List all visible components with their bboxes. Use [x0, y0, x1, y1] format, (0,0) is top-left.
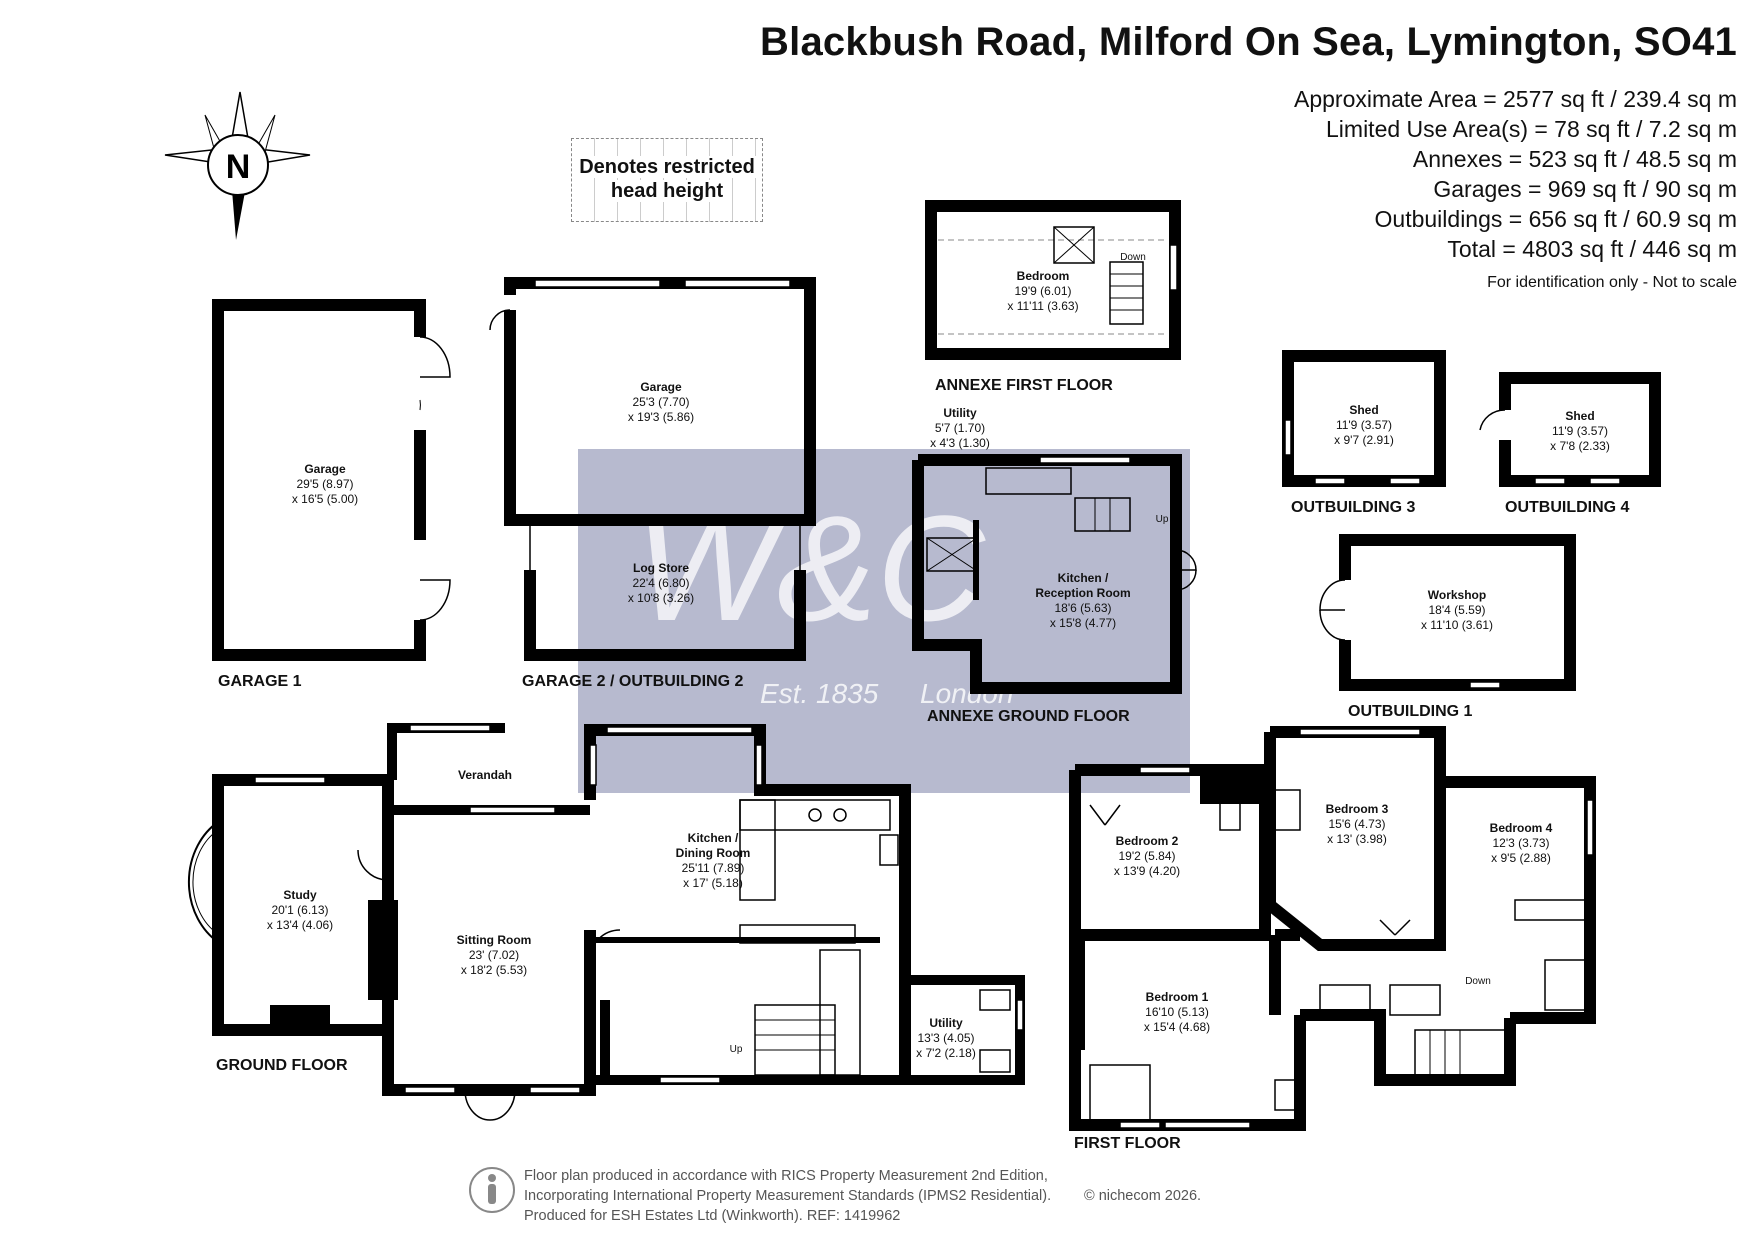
area-annexes: Annexes = 523 sq ft / 48.5 sq m — [1412, 146, 1737, 172]
section-title-first-floor: FIRST FLOOR — [1074, 1135, 1181, 1152]
section-title-annexe-first: ANNEXE FIRST FLOOR — [935, 377, 1113, 394]
compass-letter: N — [226, 148, 251, 186]
outbuilding-1-plan — [1319, 534, 1576, 691]
identification-note: For identification only - Not to scale — [1487, 274, 1737, 291]
room-name: Bedroom 4 — [1490, 821, 1553, 835]
room-dim: x 18'2 (5.53) — [461, 963, 527, 977]
room-name: Garage — [304, 462, 346, 476]
room-dim: x 19'3 (5.86) — [628, 410, 694, 424]
room-dim: x 11'11 (3.63) — [1007, 299, 1078, 313]
room-dim: 22'4 (6.80) — [633, 576, 690, 590]
page-title: Blackbush Road, Milford On Sea, Lymingto… — [760, 20, 1737, 64]
annexe-ground-floor-plan — [912, 454, 1197, 694]
room-dim: 25'3 (7.70) — [633, 395, 690, 409]
room-name: Sitting Room — [457, 933, 532, 947]
watermark-est: Est. 1835 — [760, 678, 879, 709]
room-dim: 16'10 (5.13) — [1145, 1005, 1209, 1019]
room-name: Reception Room — [1035, 586, 1130, 600]
room-name: Bedroom 1 — [1146, 990, 1209, 1004]
stair-up-label: Up — [1156, 514, 1169, 525]
room-dim: x 16'5 (5.00) — [292, 492, 358, 506]
room-dim: 23' (7.02) — [469, 948, 519, 962]
stair-down-label: Down — [1120, 252, 1146, 263]
room-name: Shed — [1565, 409, 1594, 423]
person-icon — [469, 1167, 515, 1213]
room-name: Bedroom 2 — [1116, 834, 1179, 848]
area-outbuildings: Outbuildings = 656 sq ft / 60.9 sq m — [1374, 206, 1737, 232]
room-dim: x 10'8 (3.26) — [628, 591, 694, 605]
room-name: Utility — [929, 1016, 963, 1030]
footer-copyright: © nichecom 2026. — [1084, 1188, 1202, 1204]
room-dim: x 4'3 (1.30) — [930, 436, 990, 450]
room-dim: x 9'5 (2.88) — [1491, 851, 1551, 865]
footer-line-2: Incorporating International Property Mea… — [524, 1188, 1052, 1204]
area-total: Total = 4803 sq ft / 446 sq m — [1447, 236, 1737, 262]
garage-2-plan — [489, 277, 816, 661]
legend-line-2: head height — [608, 180, 726, 202]
room-dim: 20'1 (6.13) — [272, 903, 329, 917]
room-dim: 18'6 (5.63) — [1055, 601, 1112, 615]
room-dim: 11'9 (3.57) — [1336, 418, 1392, 432]
room-dim: x 15'4 (4.68) — [1144, 1020, 1210, 1034]
room-dim: 13'3 (4.05) — [918, 1031, 975, 1045]
ground-floor-plan — [187, 723, 1025, 1121]
room-dim: 15'6 (4.73) — [1329, 817, 1386, 831]
stair-up-label: Up — [730, 1044, 743, 1055]
legend-line-1: Denotes restricted — [577, 156, 757, 178]
room-dim: 11'9 (3.57) — [1552, 424, 1608, 438]
restricted-height-legend: Denotes restricted head height — [571, 138, 763, 222]
room-dim: x 7'2 (2.18) — [916, 1046, 976, 1060]
outbuilding-3-plan — [1282, 350, 1446, 487]
room-name: Study — [283, 888, 317, 902]
room-dim: x 13' (3.98) — [1327, 832, 1387, 846]
section-title-garage-2: GARAGE 2 / OUTBUILDING 2 — [522, 673, 743, 690]
room-dim: 12'3 (3.73) — [1493, 836, 1550, 850]
stair-down-label: Down — [1465, 976, 1491, 987]
room-dim: x 13'9 (4.20) — [1114, 864, 1180, 878]
outbuilding-4-plan — [1479, 372, 1661, 487]
room-name: Kitchen / — [688, 831, 739, 845]
room-name: Garage — [640, 380, 682, 394]
room-dim: x 11'10 (3.61) — [1421, 618, 1493, 632]
section-title-garage-1: GARAGE 1 — [218, 673, 302, 690]
north-compass-icon: N — [164, 91, 311, 240]
room-dim: x 9'7 (2.91) — [1334, 433, 1394, 447]
section-title-annexe-ground: ANNEXE GROUND FLOOR — [927, 708, 1130, 725]
footer-disclaimer: Floor plan produced in accordance with R… — [524, 1166, 1201, 1226]
footer-line-3: Produced for ESH Estates Ltd (Winkworth)… — [524, 1208, 901, 1224]
room-name: Log Store — [633, 561, 689, 575]
room-name: Bedroom 3 — [1326, 802, 1389, 816]
legend-text: Denotes restricted head height — [572, 155, 762, 203]
room-dim: 5'7 (1.70) — [935, 421, 985, 435]
area-garages: Garages = 969 sq ft / 90 sq m — [1433, 176, 1737, 202]
room-name: Utility — [943, 406, 977, 420]
footer-line-1: Floor plan produced in accordance with R… — [524, 1168, 1048, 1184]
section-title-outbuilding-4: OUTBUILDING 4 — [1505, 499, 1630, 516]
area-approximate: Approximate Area = 2577 sq ft / 239.4 sq… — [1293, 86, 1737, 112]
room-name: Shed — [1349, 403, 1378, 417]
room-dim: 19'2 (5.84) — [1119, 849, 1176, 863]
annexe-first-floor-plan — [925, 200, 1181, 360]
room-name: Bedroom — [1017, 269, 1070, 283]
section-title-outbuilding-3: OUTBUILDING 3 — [1291, 499, 1416, 516]
room-name: Dining Room — [676, 846, 751, 860]
first-floor-plan — [1069, 726, 1596, 1131]
room-dim: x 17' (5.18) — [683, 876, 743, 890]
room-dim: 19'9 (6.01) — [1015, 284, 1072, 298]
room-name: Kitchen / — [1058, 571, 1109, 585]
room-dim: 18'4 (5.59) — [1429, 603, 1486, 617]
section-title-outbuilding-1: OUTBUILDING 1 — [1348, 703, 1473, 720]
room-dim: x 13'4 (4.06) — [267, 918, 333, 932]
section-title-ground-floor: GROUND FLOOR — [216, 1057, 348, 1074]
room-dim: 25'11 (7.89) — [682, 861, 745, 875]
room-dim: x 7'8 (2.33) — [1550, 439, 1610, 453]
room-name: Workshop — [1428, 588, 1486, 602]
room-dim: 29'5 (8.97) — [297, 477, 354, 491]
area-limited-use: Limited Use Area(s) = 78 sq ft / 7.2 sq … — [1326, 116, 1737, 142]
room-dim: x 15'8 (4.77) — [1050, 616, 1116, 630]
room-name: Verandah — [458, 768, 512, 782]
garage-1-plan — [212, 299, 451, 661]
